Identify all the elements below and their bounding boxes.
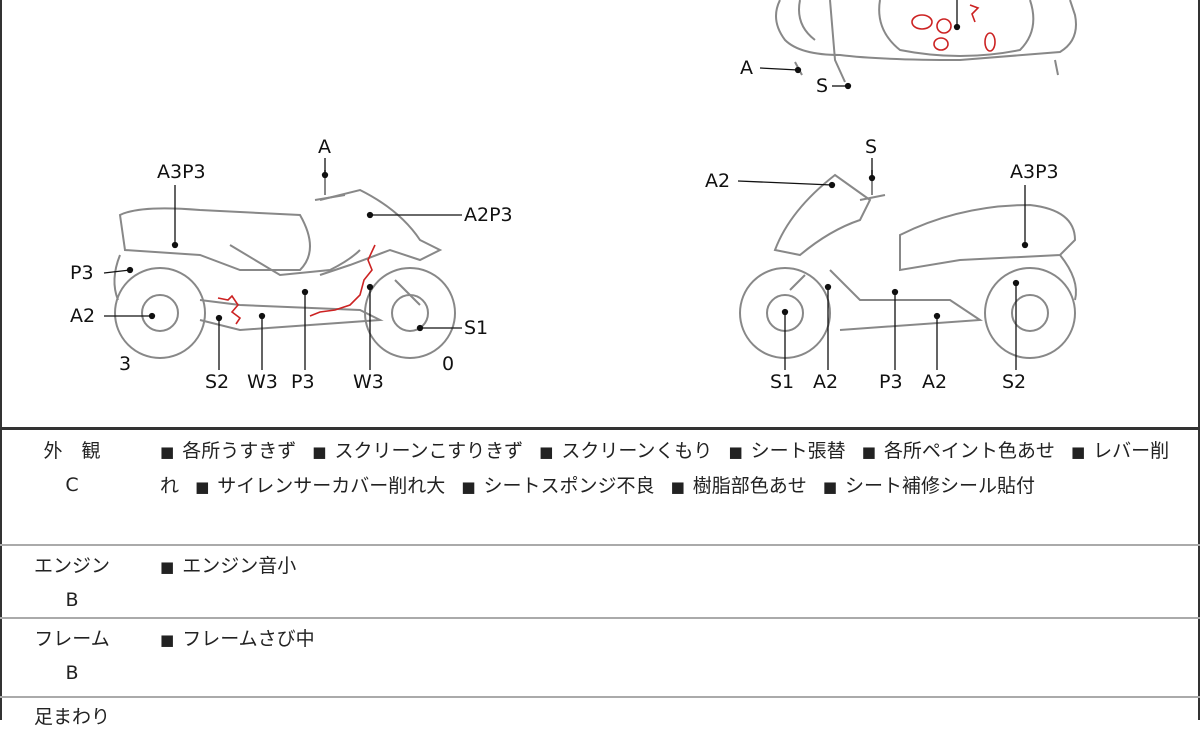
label-right-a2a: A2 bbox=[813, 371, 839, 393]
label-left-w3b: W3 bbox=[353, 371, 384, 393]
label-left-a: A bbox=[318, 136, 331, 158]
section-grade: B bbox=[65, 589, 79, 611]
section-items: ■各所うすきず ■スクリーンこすりきず ■スクリーンくもり ■シート張替 ■各所… bbox=[160, 440, 1170, 497]
row-divider bbox=[0, 696, 1200, 698]
label-left-a2: A2 bbox=[70, 305, 96, 327]
label-left-s1: S1 bbox=[464, 317, 489, 339]
issue-item: シート補修シール貼付 bbox=[845, 475, 1036, 497]
damage-marks bbox=[217, 4, 996, 325]
section-grade: B bbox=[65, 662, 79, 684]
label-left-3: 3 bbox=[119, 353, 132, 375]
section-name: フレーム bbox=[34, 628, 110, 650]
issue-item: レバー削れ bbox=[160, 440, 1170, 497]
label-left-p3: P3 bbox=[291, 371, 315, 393]
section-grade: C bbox=[65, 474, 79, 496]
label-left-s2: S2 bbox=[205, 371, 230, 393]
label-right-s2: S2 bbox=[1002, 371, 1027, 393]
label-right-a2b: A2 bbox=[922, 371, 948, 393]
section-name: 足まわり bbox=[33, 706, 110, 728]
issue-item: エンジン音小 bbox=[182, 555, 297, 577]
issue-item: シートスポンジ不良 bbox=[483, 475, 655, 497]
section-name: 外 観 bbox=[43, 440, 101, 462]
section-name: エンジン bbox=[33, 555, 110, 577]
section-exterior: 外 観 C ■各所うすきず ■スクリーンこすりきず ■スクリーンくもり ■シート張… bbox=[2, 434, 1198, 542]
label-left-a3p3: A3P3 bbox=[157, 161, 206, 183]
left-view-bike bbox=[113, 170, 456, 359]
label-right-a3p3: A3P3 bbox=[1010, 161, 1059, 183]
label-right-a2-top: A2 bbox=[705, 170, 731, 192]
issue-item: サイレンサーカバー削れ大 bbox=[217, 475, 446, 497]
label-left-a2p3: A2P3 bbox=[464, 204, 513, 226]
section-divider bbox=[0, 427, 1200, 430]
label-left-w3a: W3 bbox=[247, 371, 278, 393]
issue-item: シート張替 bbox=[750, 440, 846, 462]
label-left-p3-rear: P3 bbox=[70, 262, 94, 284]
motorcycle-diagrams bbox=[103, 0, 1077, 370]
label-right-s: S bbox=[865, 136, 878, 158]
top-view-bike bbox=[775, 0, 1077, 83]
label-top-a: A bbox=[740, 57, 753, 79]
row-divider bbox=[0, 544, 1200, 546]
issue-item: 各所ペイント色あせ bbox=[883, 440, 1055, 462]
issue-item: 樹脂部色あせ bbox=[692, 475, 807, 497]
issue-item: スクリーンこすりきず bbox=[334, 440, 524, 462]
issue-item: フレームさび中 bbox=[182, 628, 315, 650]
issue-item: 各所うすきず bbox=[182, 440, 297, 462]
label-left-0: 0 bbox=[442, 353, 455, 375]
label-top-s: S bbox=[816, 75, 829, 97]
issue-item: スクリーンくもり bbox=[561, 440, 713, 462]
label-right-s1: S1 bbox=[770, 371, 795, 393]
row-divider bbox=[0, 617, 1200, 619]
label-right-p3: P3 bbox=[879, 371, 903, 393]
